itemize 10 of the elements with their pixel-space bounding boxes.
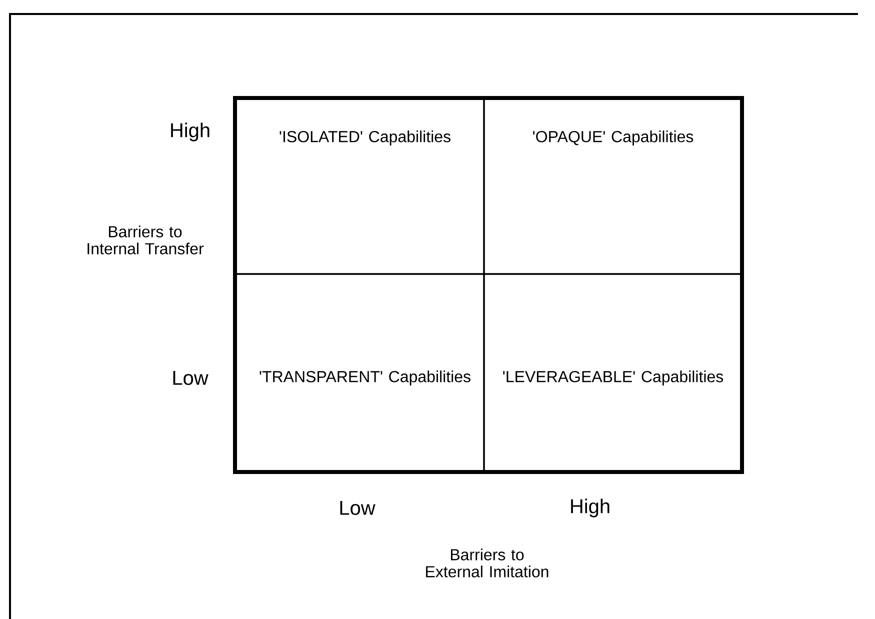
node-label: 'ISOLATED' Capabilities [280,130,450,146]
axis-title: Barriers to External Imitation [426,548,548,578]
axis-level-label: Low [340,501,376,515]
axis-title: Barriers to Internal Transfer [88,226,204,254]
axis-level-label: High [571,498,610,518]
axis-level-label: High [171,122,210,142]
quadrant-cell: 'LEVERAGEABLE' Capabilities [483,273,743,473]
axis-level-label: Low [173,371,208,385]
quadrant-cell: 'OPAQUE' Capabilities [483,97,743,275]
quadrant-cell: 'TRANSPARENT' Capabilities [234,273,485,473]
